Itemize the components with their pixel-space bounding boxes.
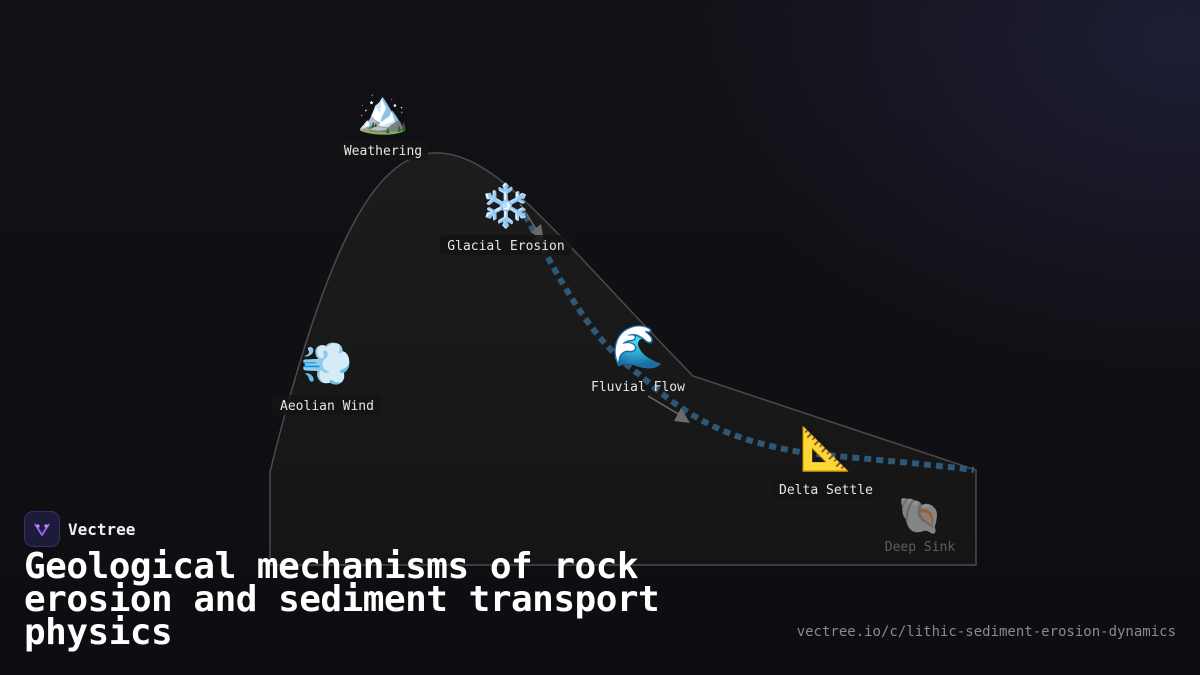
vectree-logo-icon [24, 511, 60, 547]
label-background [440, 235, 572, 255]
stage-aeolian-wind: 💨 Aeolian Wind [273, 339, 381, 415]
shell-icon: 🐚 [898, 496, 943, 537]
flow-arrow-line-1 [519, 203, 539, 233]
stage-deep-sink: 🐚 Deep Sink [885, 496, 956, 555]
label-background [338, 140, 428, 160]
stage-label-aeolian-wind: Aeolian Wind [280, 399, 374, 414]
stage-label-glacial-erosion: Glacial Erosion [447, 239, 564, 254]
brand-name: Vectree [68, 519, 136, 539]
stage-glacial-erosion: ❄️ Glacial Erosion [440, 181, 572, 255]
mountain-icon: 🏔️ [357, 87, 409, 136]
label-background [273, 395, 381, 415]
triangle-ruler-icon: 📐 [800, 424, 852, 473]
wind-icon: 💨 [301, 339, 353, 388]
stage-weathering: 🏔️ Weathering [338, 87, 428, 160]
terrain-profile [269, 152, 977, 566]
stage-label-delta-settle: Delta Settle [779, 483, 873, 498]
stage-label-fluvial-flow: Fluvial Flow [591, 380, 685, 395]
sediment-flow-path [522, 213, 975, 473]
page-title: Geological mechanisms of rock erosion an… [24, 546, 660, 653]
stage-delta-settle: 📐 Delta Settle [772, 424, 880, 499]
label-background [772, 479, 880, 499]
stage-label-weathering: Weathering [344, 144, 422, 159]
brand: Vectree [24, 511, 136, 547]
stage-label-deep-sink: Deep Sink [885, 540, 956, 555]
page-url: vectree.io/c/lithic-sediment-erosion-dyn… [796, 624, 1176, 640]
stage-fluvial-flow: 🌊 Fluvial Flow [591, 322, 685, 395]
flow-arrow-2 [674, 408, 690, 423]
flow-arrow-line-2 [647, 395, 681, 416]
wave-icon: 🌊 [612, 322, 664, 371]
snowflake-icon: ❄️ [480, 181, 532, 230]
